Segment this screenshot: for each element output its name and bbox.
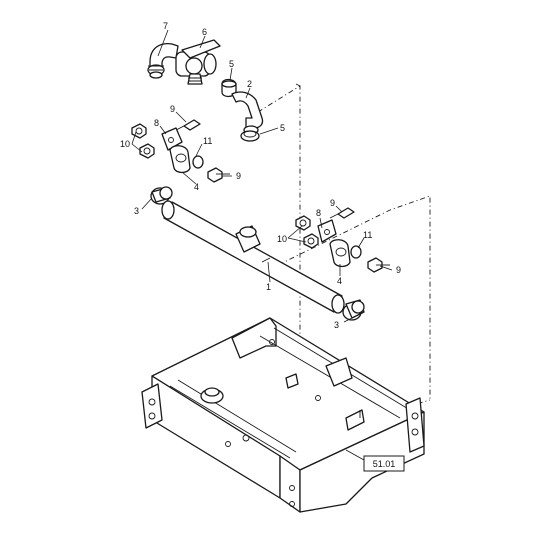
reference-tag-box — [363, 455, 405, 472]
callout-9-left-top: 9 — [170, 104, 175, 114]
callout-8-right: 8 — [316, 208, 321, 218]
chassis-frame — [141, 317, 425, 513]
callout-6: 6 — [202, 27, 207, 37]
callout-11-left: 11 — [203, 136, 212, 146]
end-cap-left — [150, 186, 173, 205]
leader-lines — [131, 29, 393, 461]
reference-tag: 51.01 — [363, 455, 405, 472]
callout-3-right: 3 — [334, 320, 339, 330]
callout-1: 1 — [266, 282, 271, 292]
tap-valve — [175, 39, 221, 85]
callout-10-right: 10 — [277, 234, 287, 244]
right-bracket-cluster — [295, 207, 390, 273]
main-pipe — [161, 200, 345, 314]
callout-10-left: 10 — [120, 139, 130, 149]
callout-3-left: 3 — [134, 206, 139, 216]
callout-8-left: 8 — [154, 118, 159, 128]
callout-2: 2 — [247, 79, 252, 89]
callout-4-left: 4 — [194, 182, 199, 192]
left-bracket-cluster — [131, 119, 230, 183]
end-cap-right — [342, 299, 365, 321]
callout-7: 7 — [163, 21, 168, 31]
bent-hose — [231, 91, 264, 135]
reference-tag-label: 51.01 — [373, 459, 396, 469]
hose-clip-lower — [240, 130, 260, 142]
callout-5-lower: 5 — [280, 123, 285, 133]
callout-9-left-lower: 9 — [236, 171, 241, 181]
callout-numbers: 7 6 5 2 5 9 8 10 11 4 9 3 1 3 9 8 10 11 … — [120, 21, 401, 330]
elbow-fitting — [147, 42, 179, 79]
callout-9-right-top: 9 — [330, 198, 335, 208]
callout-11-right: 11 — [363, 230, 372, 240]
callout-5-top: 5 — [229, 59, 234, 69]
callout-4-right: 4 — [337, 276, 342, 286]
callout-9-right-lower: 9 — [396, 265, 401, 275]
